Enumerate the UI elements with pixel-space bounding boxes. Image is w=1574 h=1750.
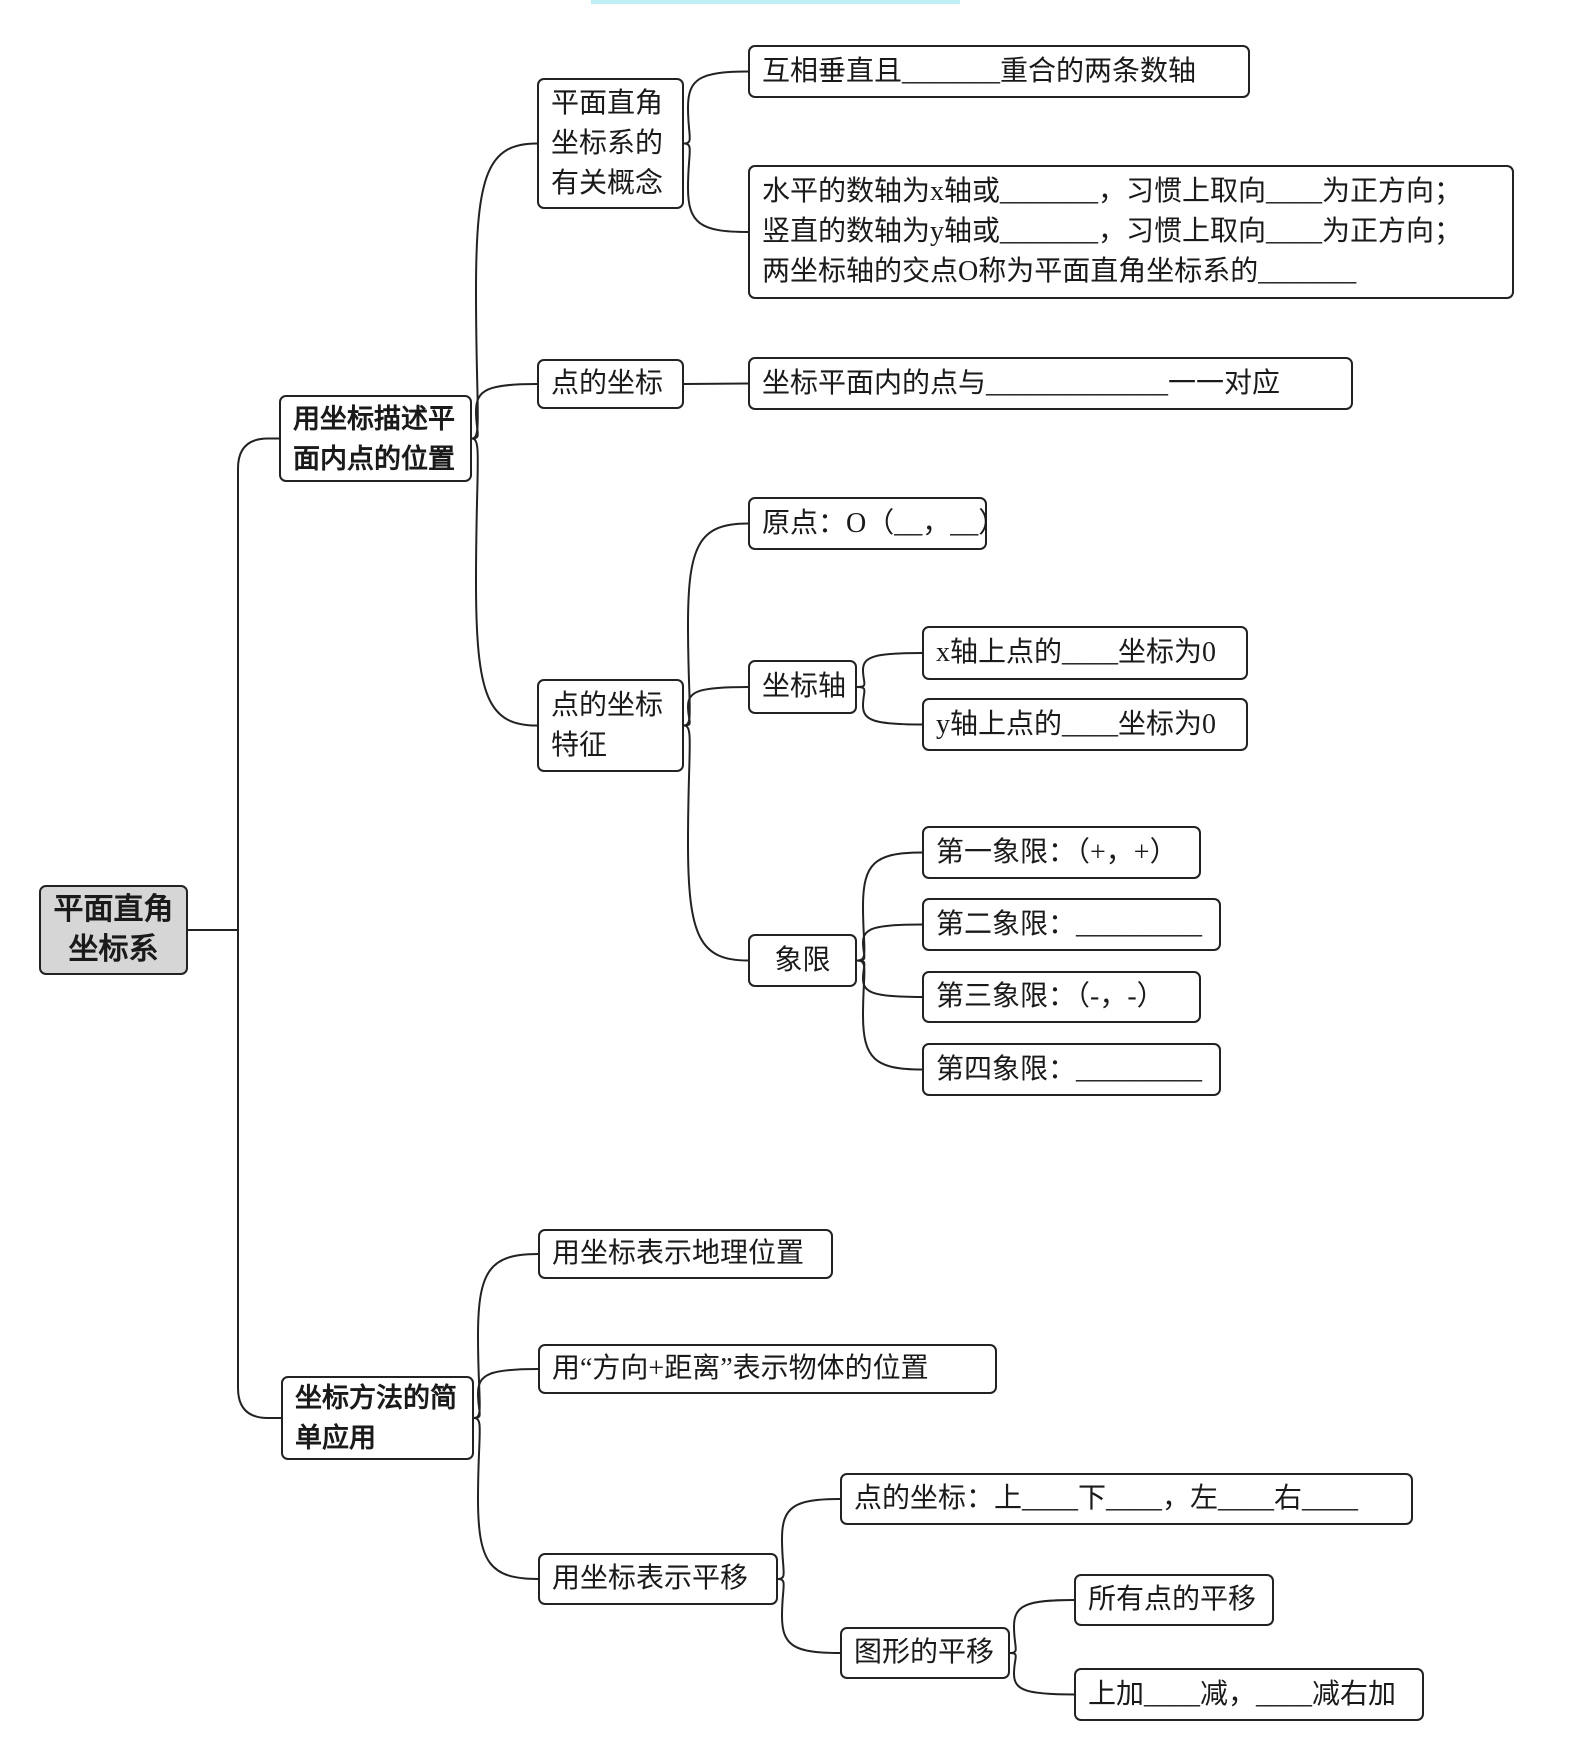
node-text: 原点：O（__，__） xyxy=(762,507,1007,539)
node-quadrant-1: 第一象限：（+，+） xyxy=(922,826,1201,879)
branch-label: 坐标方法的简单应用 xyxy=(295,1383,457,1453)
node-coord-features: 点的坐标特征 xyxy=(537,679,684,772)
node-translation: 用坐标表示平移 xyxy=(538,1553,778,1605)
node-axes: 坐标轴 xyxy=(748,660,857,714)
node-quadrant-4: 第四象限：_________ xyxy=(922,1043,1221,1096)
node-y-axis-points: y轴上点的____坐标为0 xyxy=(922,698,1248,751)
root-node: 平面直角 坐标系 xyxy=(39,885,188,975)
node-label: 象限 xyxy=(774,944,831,976)
node-text: 上加____减，____减右加 xyxy=(1088,1678,1397,1710)
node-text: 第四象限：_________ xyxy=(936,1053,1203,1085)
node-direction-distance: 用“方向+距离”表示物体的位置 xyxy=(538,1344,997,1394)
node-label: 坐标轴 xyxy=(762,671,847,702)
connector-trans-tpoint xyxy=(777,1498,841,1580)
node-text: y轴上点的____坐标为0 xyxy=(936,708,1217,740)
node-text: 互相垂直且_______重合的两条数轴 xyxy=(762,55,1197,87)
node-geo-position: 用坐标表示地理位置 xyxy=(538,1229,833,1279)
top-accent-bar xyxy=(591,0,960,4)
node-label: 平面直角坐标系的有关概念 xyxy=(551,87,664,199)
connector-root-b xyxy=(188,929,281,1419)
node-text: 用坐标表示地理位置 xyxy=(552,1238,805,1269)
branch-simple-application: 坐标方法的简单应用 xyxy=(281,1376,474,1460)
node-label: 点的坐标特征 xyxy=(551,689,664,761)
branch-label: 用坐标描述平面内点的位置 xyxy=(293,403,455,474)
node-quadrant-3: 第三象限：（-，-） xyxy=(922,971,1201,1023)
node-label: 用坐标表示平移 xyxy=(552,1563,749,1594)
connector-b-trans xyxy=(473,1417,539,1580)
node-text: 坐标平面内的点与_____________一一对应 xyxy=(762,367,1281,399)
connector-trans-tfig xyxy=(777,1578,841,1654)
node-one-to-one: 坐标平面内的点与_____________一一对应 xyxy=(748,357,1353,410)
node-axis-names: 水平的数轴为x轴或_______，习惯上取向____为正方向； 竖直的数轴为y轴… xyxy=(748,165,1514,299)
node-x-axis-points: x轴上点的____坐标为0 xyxy=(922,626,1248,680)
node-text: x轴上点的____坐标为0 xyxy=(936,637,1217,668)
connector-quad-q1 xyxy=(856,851,923,962)
connector-a-feat xyxy=(471,437,538,727)
connector-a-pc xyxy=(471,383,538,440)
origin-line: 两坐标轴的交点O称为平面直角坐标系的_______ xyxy=(762,256,1357,287)
node-text: 第二象限：_________ xyxy=(936,908,1203,940)
connector-b-dir xyxy=(473,1368,539,1419)
connector-feat-axes xyxy=(683,686,749,727)
node-text: 用“方向+距离”表示物体的位置 xyxy=(552,1353,929,1384)
connector-feat-quad xyxy=(683,724,749,962)
root-label-line2: 坐标系 xyxy=(68,933,159,966)
node-label: 图形的平移 xyxy=(854,1637,995,1668)
connector-quad-q4 xyxy=(856,959,923,1071)
x-axis-line: 水平的数轴为x轴或_______，习惯上取向____为正方向； xyxy=(762,176,1463,207)
connector-axes-yax xyxy=(856,686,923,726)
node-text: 所有点的平移 xyxy=(1088,1584,1257,1615)
connector-tfig-allpts xyxy=(1009,1599,1075,1654)
node-text: 第一象限：（+，+） xyxy=(936,836,1178,868)
node-point-translation: 点的坐标：上____下____，左____右____ xyxy=(840,1473,1413,1525)
node-translation-rule: 上加____减，____减右加 xyxy=(1074,1668,1424,1721)
y-axis-line: 竖直的数轴为y轴或_______，习惯上取向____为正方向； xyxy=(762,216,1463,247)
node-quadrant-2: 第二象限：_________ xyxy=(922,898,1221,951)
node-quadrants: 象限 xyxy=(748,934,857,987)
connector-tfig-rule xyxy=(1009,1652,1075,1696)
connector-pc-pctext xyxy=(683,382,749,385)
node-origin: 原点：O（__，__） xyxy=(748,497,1007,550)
connector-root-a xyxy=(188,437,279,931)
node-figure-translation: 图形的平移 xyxy=(840,1627,1010,1679)
connector-concepts-axdef xyxy=(683,70,749,145)
root-label-line1: 平面直角 xyxy=(53,893,174,926)
connector-concepts-axnames xyxy=(683,142,749,233)
node-label: 点的坐标 xyxy=(551,368,664,399)
node-all-points: 所有点的平移 xyxy=(1074,1574,1274,1626)
node-text: 第三象限：（-，-） xyxy=(936,981,1165,1012)
node-concepts: 平面直角坐标系的有关概念 xyxy=(537,78,684,209)
node-text: 点的坐标：上____下____，左____右____ xyxy=(854,1483,1359,1514)
branch-describe-position: 用坐标描述平面内点的位置 xyxy=(279,395,472,482)
node-point-coords: 点的坐标 xyxy=(537,359,684,409)
node-axes-definition: 互相垂直且_______重合的两条数轴 xyxy=(748,45,1250,98)
connector-b-geo xyxy=(473,1253,539,1419)
connector-feat-origin xyxy=(683,522,749,727)
connector-quad-q2 xyxy=(856,923,923,962)
connector-quad-q3 xyxy=(856,959,923,998)
connector-axes-xax xyxy=(856,652,923,688)
